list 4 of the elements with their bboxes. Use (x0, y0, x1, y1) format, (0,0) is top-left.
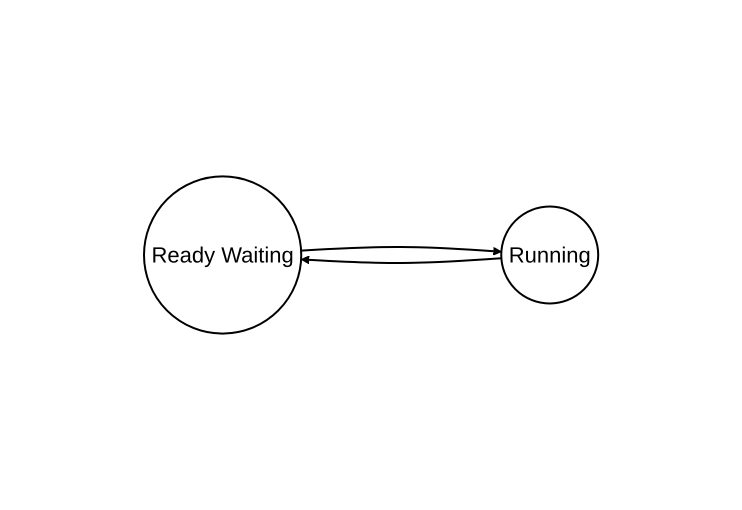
node-circle: Running (500, 206, 600, 304)
arrow (300, 255, 502, 264)
arrow (300, 246, 502, 256)
node-circle: Ready Waiting (142, 175, 302, 335)
